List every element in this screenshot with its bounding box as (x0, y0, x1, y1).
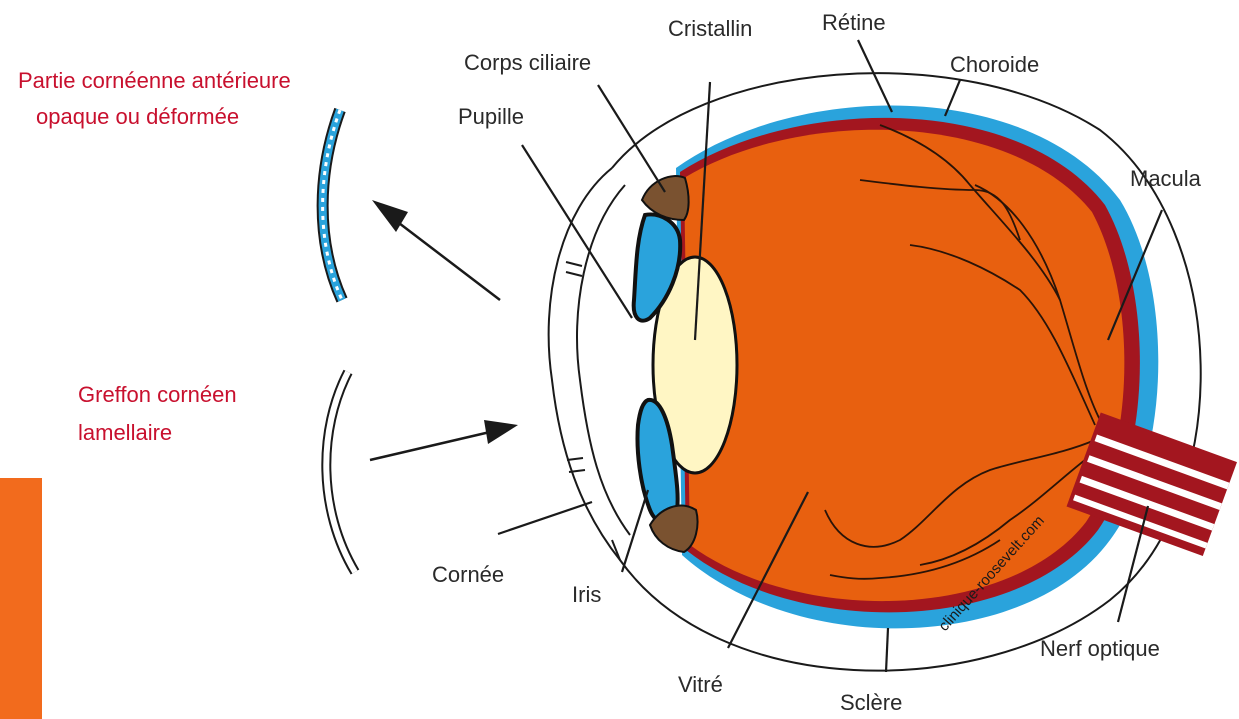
label-partie-line1: Partie cornéenne antérieure (18, 68, 291, 93)
label-choroide: Choroide (950, 52, 1039, 77)
label-partie-line2: opaque ou déformée (36, 104, 239, 129)
cornea-notch-top (566, 262, 582, 276)
arrow-out (372, 200, 500, 300)
leader-retine (858, 40, 892, 112)
label-greffon-line1: Greffon cornéen (78, 382, 237, 407)
label-vitre: Vitré (678, 672, 723, 697)
label-cristallin: Cristallin (668, 16, 752, 41)
label-macula: Macula (1130, 166, 1202, 191)
leader-cornee (498, 502, 592, 534)
label-nerf-optique: Nerf optique (1040, 636, 1160, 661)
vitreous (684, 130, 1124, 601)
label-sclere: Sclère (840, 690, 902, 715)
label-retine: Rétine (822, 10, 886, 35)
label-cornee: Cornée (432, 562, 504, 587)
label-pupille: Pupille (458, 104, 524, 129)
cornea-inner (577, 185, 630, 535)
label-iris: Iris (572, 582, 601, 607)
arrow-in (370, 420, 518, 460)
leader-sclere (886, 628, 888, 672)
label-greffon-line2: lamellaire (78, 420, 172, 445)
label-corps-ciliaire: Corps ciliaire (464, 50, 591, 75)
leader-pupille (522, 145, 632, 318)
leader-corps-ciliaire (598, 85, 665, 192)
